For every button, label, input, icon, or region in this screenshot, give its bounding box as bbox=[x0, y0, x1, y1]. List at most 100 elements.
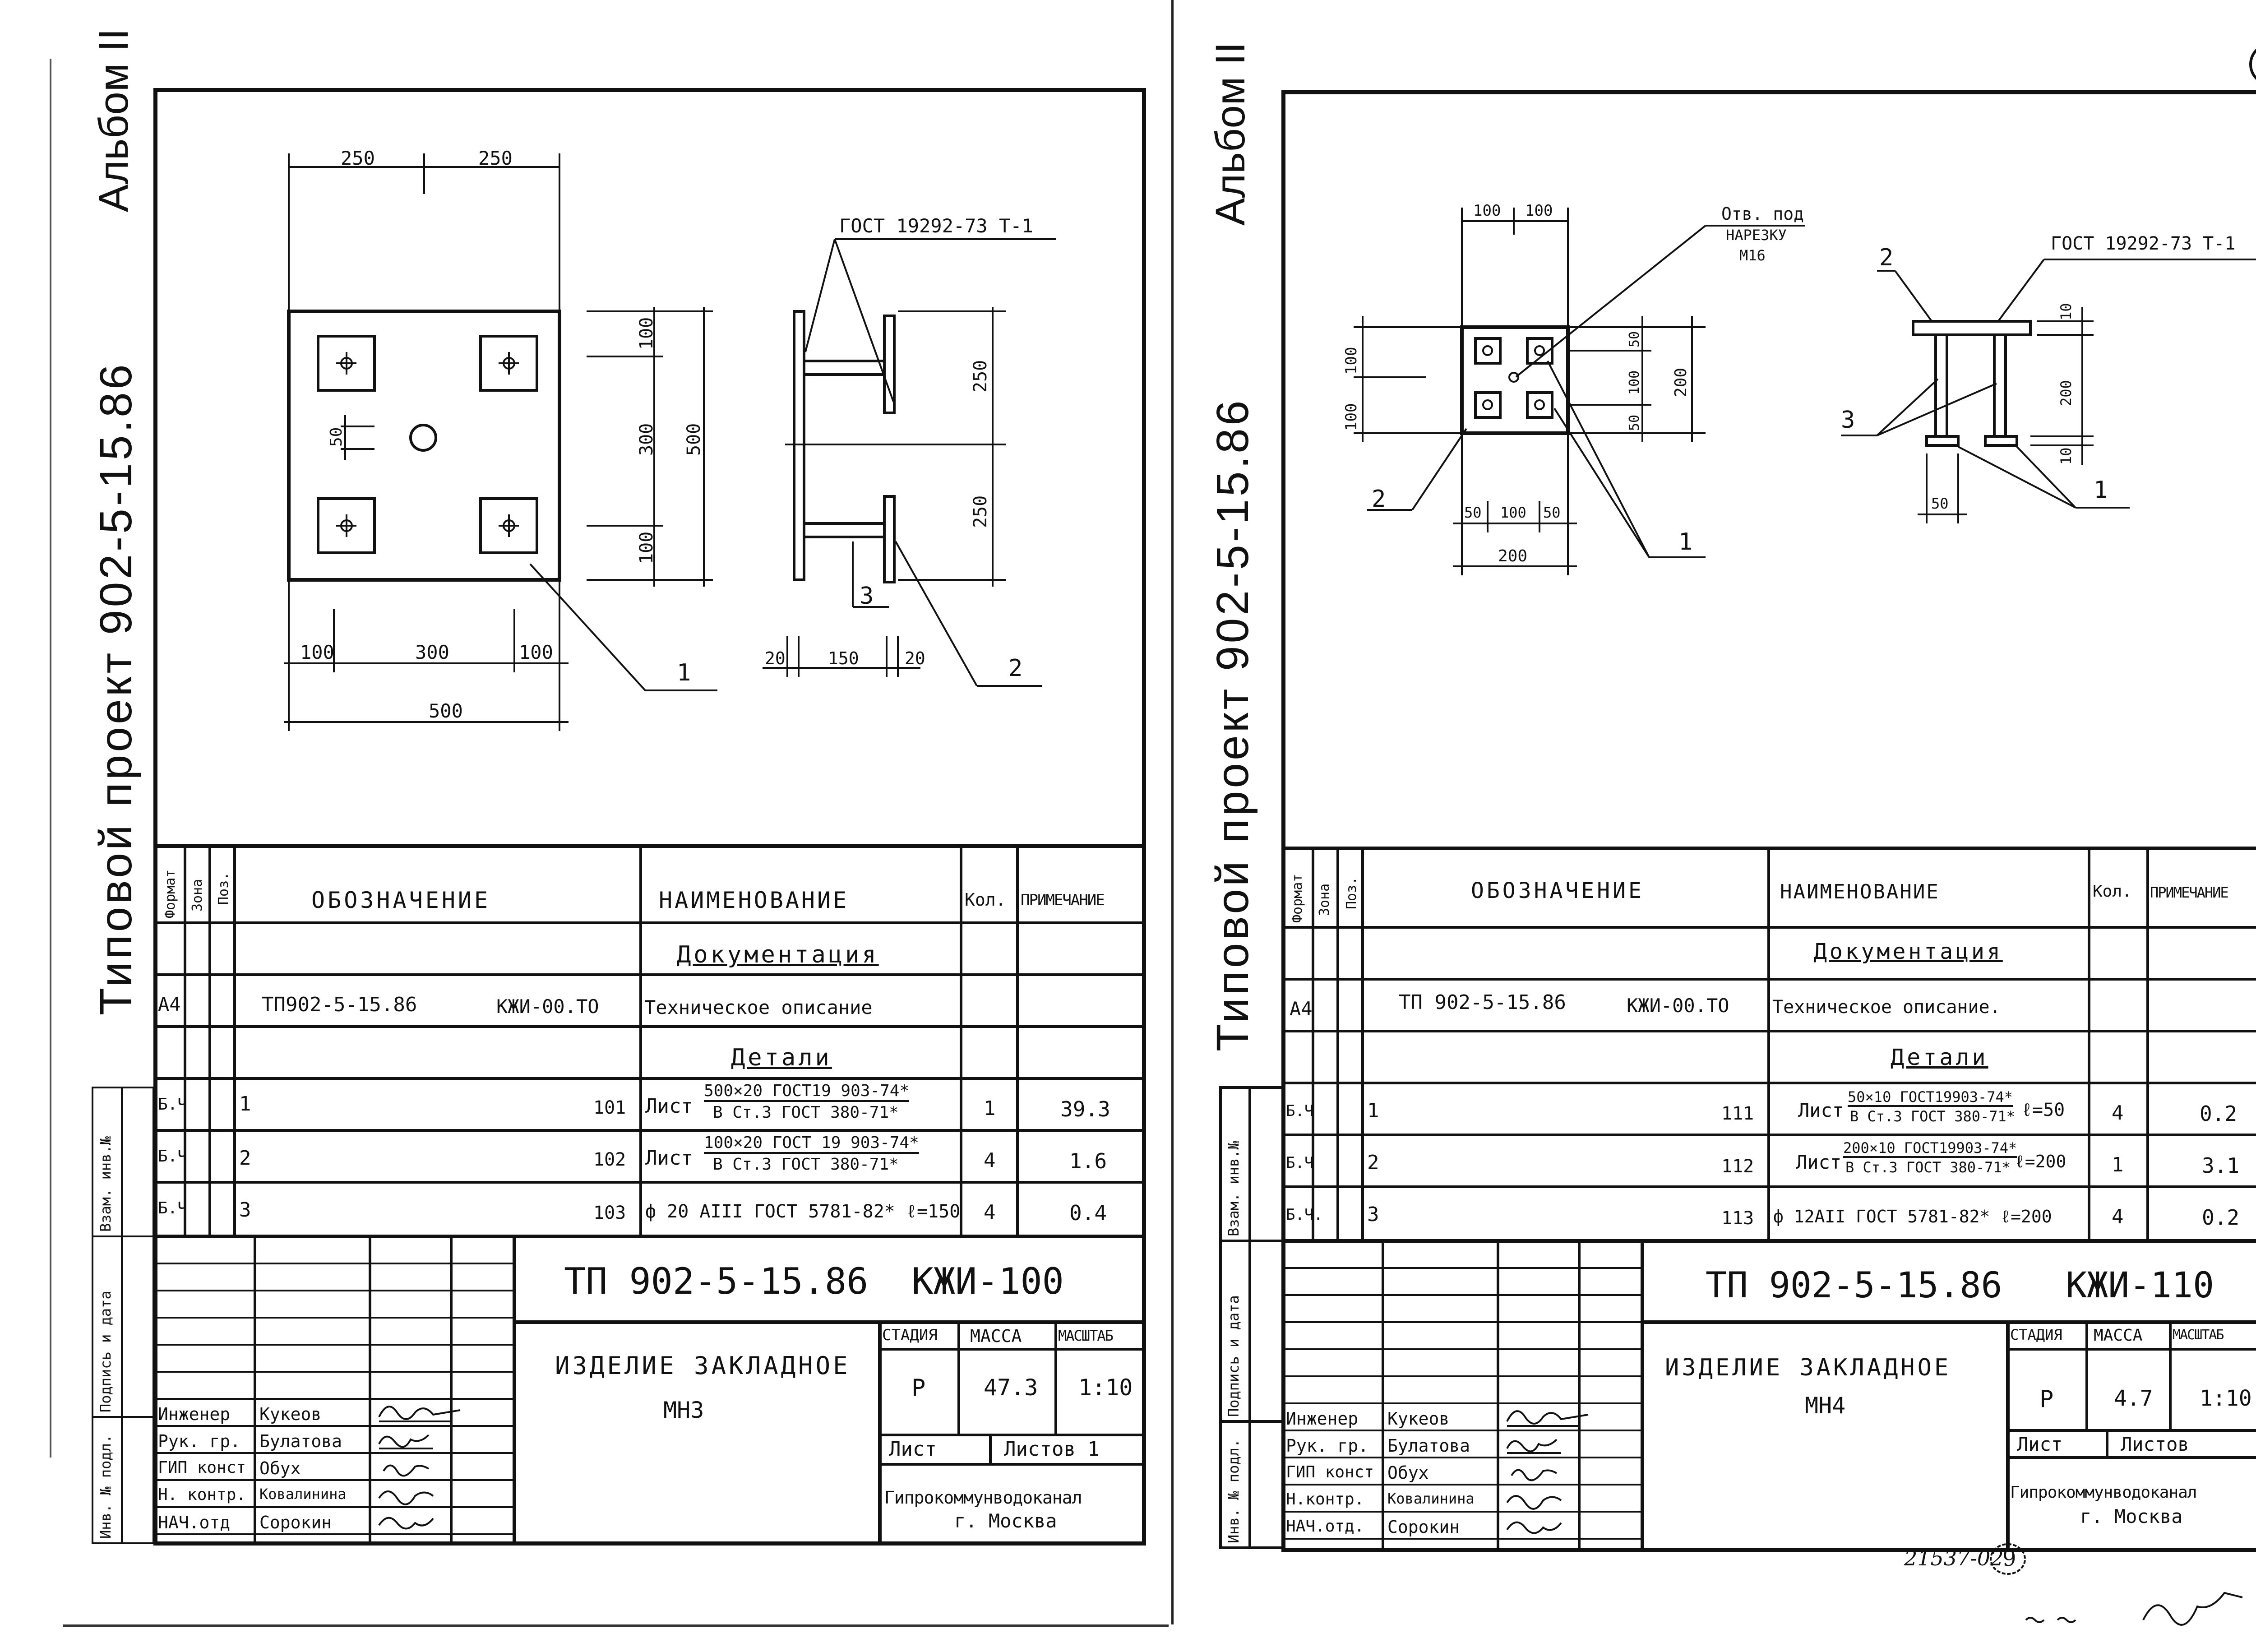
drawing-right bbox=[1354, 208, 2256, 575]
part-frac-bottom: В Ст.3 ГОСТ 380-71* bbox=[1850, 1108, 2016, 1125]
side-bottom-2: 150 bbox=[828, 648, 859, 668]
part-pos: 2 bbox=[239, 1147, 251, 1170]
part-frac-top: 100×20 ГОСТ 19 903-74* bbox=[704, 1135, 919, 1154]
part-pos: 3 bbox=[239, 1199, 251, 1222]
part-qty: 4 bbox=[984, 1149, 996, 1172]
part-note: 39.3 bbox=[1060, 1097, 1110, 1121]
hdr-qty: Кол. bbox=[965, 890, 1006, 910]
part-name: Лист bbox=[645, 1147, 693, 1170]
hole-note-1: Отв. под bbox=[1721, 204, 1804, 224]
callout-3: 3 bbox=[860, 583, 874, 610]
hdr-name: Наименование bbox=[1780, 880, 1940, 903]
part-format: Б.Ч bbox=[158, 1095, 188, 1114]
doc-code: КЖИ-00.ТО bbox=[1627, 995, 1729, 1017]
sheets-label: Листов bbox=[2121, 1433, 2189, 1455]
callout-1: 1 bbox=[2094, 477, 2108, 504]
side-bottom-3: 20 bbox=[905, 648, 925, 668]
hdr-note: Примечание bbox=[2150, 884, 2229, 901]
archive-page-circle bbox=[1990, 1543, 2026, 1575]
part-frac-top: 200×10 ГОСТ19903-74* bbox=[1843, 1141, 2017, 1158]
scale-label: Масштаб bbox=[2173, 1327, 2224, 1343]
callout-2-front: 2 bbox=[1372, 486, 1386, 513]
side-label-replaced: Взам. инв.№ bbox=[1225, 1141, 1242, 1236]
signatures-right bbox=[1506, 1410, 2243, 1626]
org-name: Гипрокоммунводоканал bbox=[884, 1488, 1082, 1508]
role-2: Рук. гр. bbox=[1286, 1436, 1369, 1456]
side-bottom-1: 20 bbox=[765, 648, 786, 668]
role-3: ГИП конст bbox=[158, 1458, 246, 1477]
sheets-label: Листов 1 bbox=[1004, 1438, 1100, 1461]
scale-value: 1:10 bbox=[1078, 1374, 1133, 1401]
part-frac-bottom: В Ст.3 ГОСТ 380-71* bbox=[713, 1103, 899, 1122]
name-4: Ковалинина bbox=[259, 1485, 347, 1503]
doc-code-title: ТП 902-5-15.86 КЖИ-110 bbox=[1706, 1265, 2214, 1306]
item-title: Изделие закладное bbox=[555, 1351, 851, 1380]
part-name: Лист bbox=[1796, 1151, 1842, 1173]
section-parts: Детали bbox=[731, 1044, 832, 1071]
section-parts: Детали bbox=[1891, 1044, 1988, 1070]
scale-label: Масштаб bbox=[1058, 1327, 1114, 1344]
dim-bottom-total: 500 bbox=[429, 700, 463, 722]
side-label-signature: Подпись и дата bbox=[1225, 1295, 1242, 1417]
org-name: Гипрокоммунводоканал bbox=[2010, 1483, 2197, 1502]
left-margin-line bbox=[50, 59, 51, 1458]
part-format: Б.Ч bbox=[158, 1147, 188, 1166]
part-qty: 4 bbox=[2112, 1205, 2124, 1228]
hdr-designation: Обозначение bbox=[1471, 878, 1644, 903]
name-4: Ковалинина bbox=[1387, 1490, 1475, 1507]
dim-top-1: 250 bbox=[341, 147, 375, 169]
doc-name: Техническое описание. bbox=[1772, 997, 2001, 1018]
dim-bottom-3: 100 bbox=[519, 641, 553, 663]
sheet-frame bbox=[153, 88, 1146, 1546]
org-city: г. Москва bbox=[954, 1510, 1057, 1532]
mass-label: Масса bbox=[970, 1326, 1022, 1346]
signatures-left bbox=[378, 1406, 461, 1530]
part-name: Лист bbox=[645, 1095, 693, 1118]
part-note: 1.6 bbox=[1069, 1149, 1107, 1173]
doc-designation: ТП 902-5-15.86 bbox=[1399, 991, 1566, 1014]
callout-1-front: 1 bbox=[1678, 528, 1693, 555]
section-docs: Документация bbox=[677, 941, 879, 968]
part-note: 3.1 bbox=[2202, 1153, 2240, 1178]
doc-code-title: ТП 902-5-15.86 КЖИ-100 bbox=[564, 1260, 1064, 1302]
part-frac-bottom: В Ст.3 ГОСТ 380-71* bbox=[1845, 1159, 2011, 1176]
part-note: 0.4 bbox=[1069, 1201, 1107, 1225]
doc-designation: ТП902-5-15.86 bbox=[262, 993, 417, 1016]
item-title: Изделие закладное bbox=[1665, 1354, 1951, 1381]
side-label-replaced: Взам. инв.№ bbox=[97, 1136, 114, 1232]
part-suffix: ℓ=200 bbox=[2015, 1152, 2066, 1171]
name-3: Обух bbox=[259, 1458, 301, 1478]
center-divider bbox=[1171, 0, 1174, 1624]
hdr-note: Примечание bbox=[1021, 891, 1105, 909]
side-bottom-1: 50 bbox=[1931, 495, 1949, 512]
dim-bottom-2: 100 bbox=[1500, 504, 1526, 521]
part-qty: 1 bbox=[984, 1097, 996, 1120]
part-pos: 3 bbox=[1367, 1203, 1379, 1226]
item-mark: МН3 bbox=[663, 1397, 704, 1423]
name-1: Кукеов bbox=[259, 1404, 322, 1424]
part-note: 0.2 bbox=[2200, 1101, 2238, 1126]
part-code: 101 bbox=[593, 1097, 626, 1118]
org-city: г. Москва bbox=[2080, 1505, 2183, 1527]
part-name: Лист bbox=[1798, 1099, 1844, 1121]
hdr-qty: Кол. bbox=[2093, 882, 2132, 901]
part-qty: 4 bbox=[2112, 1101, 2124, 1124]
name-3: Обух bbox=[1387, 1463, 1429, 1483]
name-5: Сорокин bbox=[1387, 1517, 1460, 1537]
bottom-rule bbox=[63, 1624, 1169, 1627]
dim-top-1: 100 bbox=[1473, 202, 1501, 220]
part-qty: 1 bbox=[2112, 1153, 2124, 1176]
part-format: Б.Ч. bbox=[1286, 1206, 1323, 1224]
name-2: Булатова bbox=[1387, 1436, 1470, 1456]
doc-format: А4 bbox=[1290, 998, 1313, 1020]
hole-note-3: М16 bbox=[1739, 247, 1766, 264]
sheet-left: Альбом II Типовой проект 902-5-15.86 bbox=[50, 28, 1146, 1546]
part-pos: 2 bbox=[1367, 1151, 1379, 1174]
part-code: 111 bbox=[1721, 1103, 1754, 1124]
part-code: 102 bbox=[593, 1149, 626, 1170]
section-docs: Документация bbox=[1814, 939, 2003, 964]
side-columns-left bbox=[92, 1087, 154, 1544]
spec-table-lines-right bbox=[1219, 847, 2256, 1549]
stage-label: Стадия bbox=[882, 1326, 938, 1344]
item-mark: МН4 bbox=[1805, 1393, 1846, 1419]
